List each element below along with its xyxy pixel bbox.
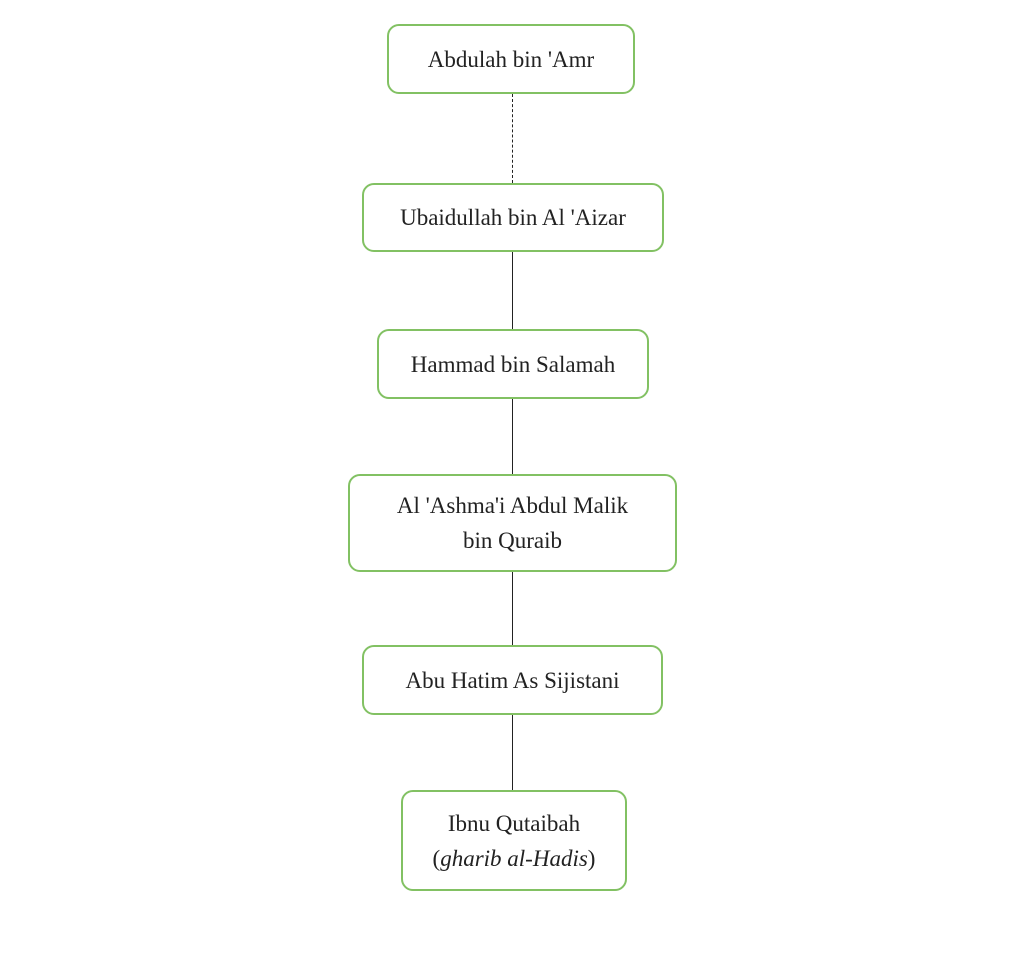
node-label-line2: bin Quraib — [462, 528, 562, 553]
node-hammad: Hammad bin Salamah — [377, 329, 649, 399]
book-title: gharib al-Hadis — [440, 845, 588, 871]
paren-open: ( — [432, 845, 441, 871]
connector — [512, 252, 513, 329]
node-abdulah-bin-amr: Abdulah bin 'Amr — [387, 24, 635, 94]
node-label: Hammad bin Salamah — [410, 351, 616, 377]
node-label: Ubaidullah bin Al 'Aizar — [400, 205, 626, 230]
node-ubaidullah: Ubaidullah bin Al 'Aizar — [362, 183, 664, 252]
node-label: Abdulah bin 'Amr — [427, 46, 595, 72]
connector — [512, 572, 513, 645]
paren-close: ) — [587, 845, 596, 871]
connector — [512, 399, 513, 474]
node-label: Al 'Ashma'i Abdul Malik — [396, 493, 629, 518]
node-abu-hatim: Abu Hatim As Sijistani — [362, 645, 663, 715]
node-label: Abu Hatim As Sijistani — [405, 667, 620, 693]
node-al-ashmai: Al 'Ashma'i Abdul Malik bin Quraib — [348, 474, 677, 572]
node-ibnu-qutaibah: Ibnu Qutaibah (gharib al-Hadis) — [401, 790, 627, 891]
node-subtitle: (gharib al-Hadis) — [433, 841, 596, 876]
node-label: Ibnu Qutaibah — [447, 810, 581, 836]
connector-dashed — [512, 94, 513, 183]
connector — [512, 715, 513, 790]
